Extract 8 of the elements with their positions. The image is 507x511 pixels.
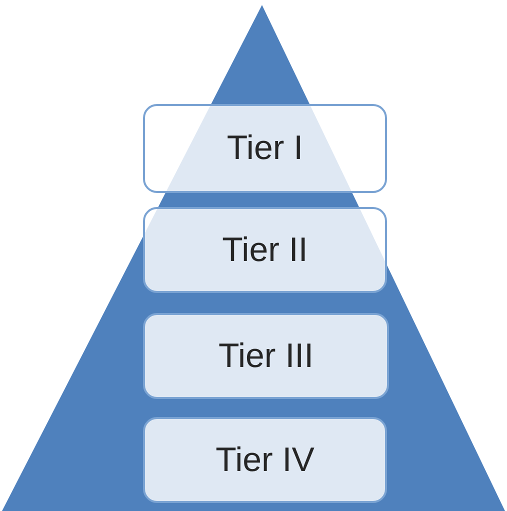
- tier-label: Tier IV: [216, 440, 314, 480]
- tier-box: [143, 104, 387, 193]
- tier-box: [143, 417, 387, 503]
- tier-label: Tier II: [222, 230, 308, 270]
- tier-box: [143, 207, 387, 293]
- tier-label: Tier III: [218, 336, 314, 376]
- tier-box: [143, 313, 389, 399]
- tier-label: Tier I: [226, 129, 304, 168]
